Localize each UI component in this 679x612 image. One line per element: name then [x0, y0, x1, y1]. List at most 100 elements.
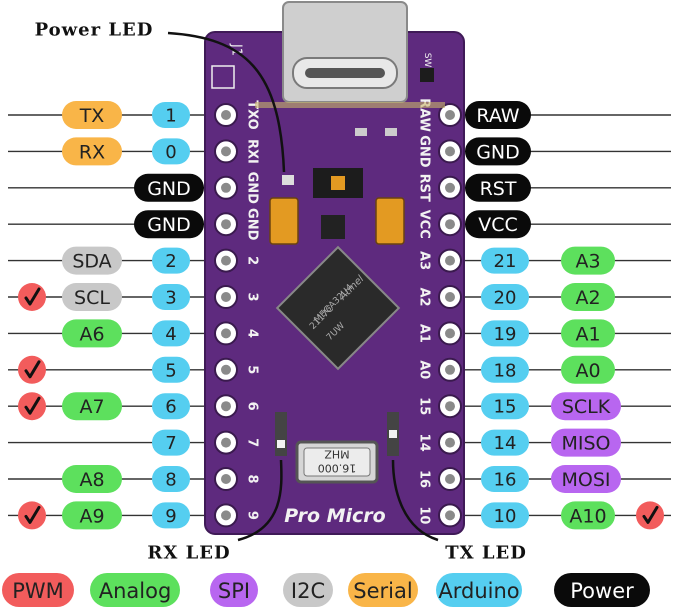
arduino-pin-right-text: 16 — [494, 470, 517, 491]
check-icon — [24, 396, 41, 415]
header-hole-left-inner — [221, 328, 231, 339]
arduino-pin-left-text: 0 — [165, 142, 176, 163]
function-label-left-text: TX — [79, 105, 105, 127]
function-label-right-text: A1 — [575, 323, 600, 345]
pwm-circle — [18, 501, 46, 530]
function-label-left: A9 — [62, 501, 122, 530]
function-label-left: A7 — [62, 392, 122, 421]
crystal-freq: 16.000 — [318, 462, 357, 475]
header-hole-left-inner — [221, 510, 231, 521]
silk-left: 2 — [245, 256, 260, 265]
check-icon — [24, 505, 41, 524]
function-label-left: A6 — [62, 319, 122, 348]
function-label-left-text: A9 — [79, 505, 104, 527]
function-label-left-text: A7 — [79, 396, 104, 418]
silk-right: 16 — [417, 470, 432, 488]
tantalum-cap-right — [375, 197, 405, 245]
function-label-right: A2 — [561, 283, 615, 311]
header-hole-right-inner — [445, 182, 455, 193]
function-label-right-text: MISO — [561, 433, 610, 455]
function-label-left: A8 — [62, 465, 122, 493]
rx-led-arrow — [237, 459, 283, 542]
function-label-left-shape — [62, 246, 122, 275]
rx-led-callout: RX LED — [147, 543, 230, 564]
function-label-right-shape — [551, 465, 621, 493]
pwm-circle — [636, 501, 664, 530]
rx-led — [275, 412, 287, 456]
check-icon — [642, 505, 659, 524]
header-hole-left-inner — [221, 219, 231, 230]
function-label-left: SDA — [62, 246, 122, 275]
arduino-pin-right-text: 19 — [494, 324, 517, 345]
tx-led-lens — [389, 430, 397, 438]
check-icon — [24, 360, 41, 379]
function-label-right: VCC — [465, 210, 531, 239]
arduino-pin-right-text: 14 — [494, 433, 517, 454]
function-label-right: A0 — [561, 355, 615, 384]
arduino-pin-left-text: 1 — [165, 106, 176, 127]
arduino-pin-right-shape — [481, 284, 529, 310]
function-label-left: SCL — [62, 283, 122, 311]
function-label-right-shape — [561, 246, 615, 275]
silk-right: GND — [417, 135, 432, 168]
header-hole-right-inner — [445, 437, 455, 448]
header-hole-right-inner — [445, 510, 455, 521]
arduino-pin-right-shape — [481, 429, 529, 456]
function-label-right-text: A3 — [575, 251, 600, 273]
legend-spi-text: SPI — [218, 579, 250, 603]
arduino-pin-left: 8 — [152, 466, 190, 492]
header-hole-left-inner — [221, 401, 231, 412]
arduino-pin-left-shape — [152, 284, 190, 310]
silk-left: 7 — [245, 438, 260, 447]
function-label-left-shape — [62, 319, 122, 348]
arduino-pin-right: 14 — [481, 429, 529, 456]
legend-power-shape — [554, 573, 650, 607]
header-hole-right-inner — [445, 401, 455, 412]
legend-i2c: I2C — [283, 573, 333, 607]
legend-arduino-shape — [436, 573, 522, 607]
header-hole-right-inner — [445, 328, 455, 339]
arduino-pin-right: 18 — [481, 356, 529, 383]
tx-led-arrow — [391, 459, 439, 542]
header-hole-right-inner — [445, 364, 455, 375]
function-label-right: MOSI — [551, 465, 621, 493]
arduino-pin-left: 3 — [152, 284, 190, 310]
function-label-left: GND — [134, 210, 204, 239]
legend-pwm-text: PWM — [12, 579, 64, 603]
arduino-pin-right-shape — [481, 466, 529, 492]
arduino-pin-left: 0 — [152, 138, 190, 165]
silk-left: 9 — [245, 511, 260, 520]
arduino-pin-right-shape — [481, 320, 529, 347]
function-label-right-text: VCC — [478, 214, 518, 236]
pwm-badge-right — [636, 501, 664, 530]
arduino-pin-left-text: 8 — [165, 470, 176, 491]
silk-right: 10 — [417, 506, 432, 524]
function-label-left: RX — [62, 137, 122, 166]
function-label-left-shape — [134, 210, 204, 239]
header-hole-left-inner — [221, 292, 231, 302]
function-label-right-shape — [551, 392, 621, 421]
arduino-pin-left: 5 — [152, 356, 190, 383]
silk-left: 6 — [245, 402, 260, 411]
function-label-left-text: GND — [147, 214, 191, 236]
function-label-right: SCLK — [551, 392, 621, 421]
smd-resistor — [355, 128, 367, 136]
header-hole-left-inner — [221, 182, 231, 193]
function-label-right: MISO — [551, 428, 621, 457]
legend-serial: Serial — [348, 573, 418, 607]
arduino-pin-left: 9 — [152, 502, 190, 529]
arduino-pin-left-shape — [152, 466, 190, 492]
header-hole-right-inner — [445, 219, 455, 230]
header-hole-right-inner — [445, 110, 455, 120]
legend-spi: SPI — [210, 573, 258, 607]
header-hole-right-inner — [445, 255, 455, 266]
silk-left: GND — [245, 172, 260, 205]
function-label-right-shape — [465, 101, 531, 129]
arduino-pin-left-shape — [152, 356, 190, 383]
j1-box — [211, 65, 235, 89]
legend-analog-text: Analog — [99, 579, 172, 603]
arduino-pin-right: 16 — [481, 466, 529, 492]
function-label-right-text: RAW — [476, 105, 519, 127]
pwm-circle — [18, 355, 46, 384]
